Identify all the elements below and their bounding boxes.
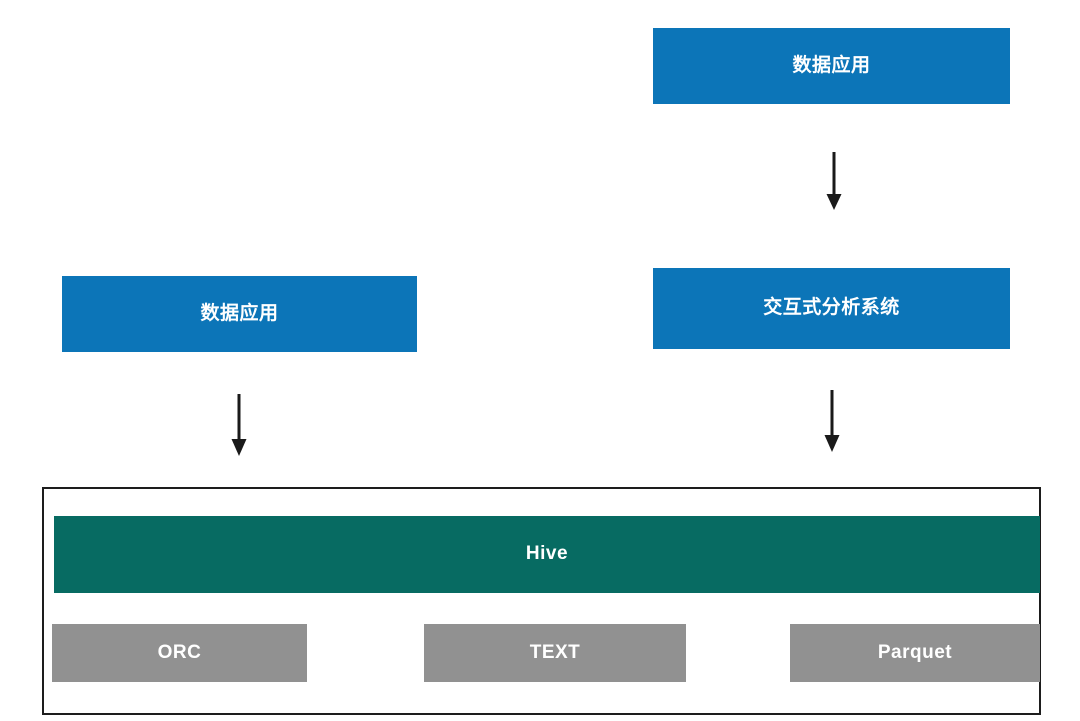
arrow-down-interactive-analysis-to-hive [816, 390, 848, 456]
node-label: 数据应用 [792, 54, 871, 76]
node-parquet[interactable]: Parquet [790, 624, 1040, 682]
node-left-data-application[interactable]: 数据应用 [62, 276, 417, 352]
node-text[interactable]: TEXT [424, 624, 686, 682]
arrow-down-left-application-to-hive [223, 394, 255, 460]
node-label: TEXT [529, 641, 581, 663]
node-interactive-analysis-system[interactable]: 交互式分析系统 [653, 268, 1010, 349]
node-orc[interactable]: ORC [52, 624, 307, 682]
arrow-down-top-application-to-interactive-analysis [818, 152, 850, 214]
node-label: 数据应用 [200, 302, 279, 324]
node-label: Hive [525, 543, 569, 565]
node-hive[interactable]: Hive [54, 516, 1040, 593]
node-label: 交互式分析系统 [763, 297, 900, 319]
node-label: Parquet [877, 641, 953, 663]
node-label: ORC [157, 641, 202, 663]
node-top-data-application[interactable]: 数据应用 [653, 28, 1010, 104]
